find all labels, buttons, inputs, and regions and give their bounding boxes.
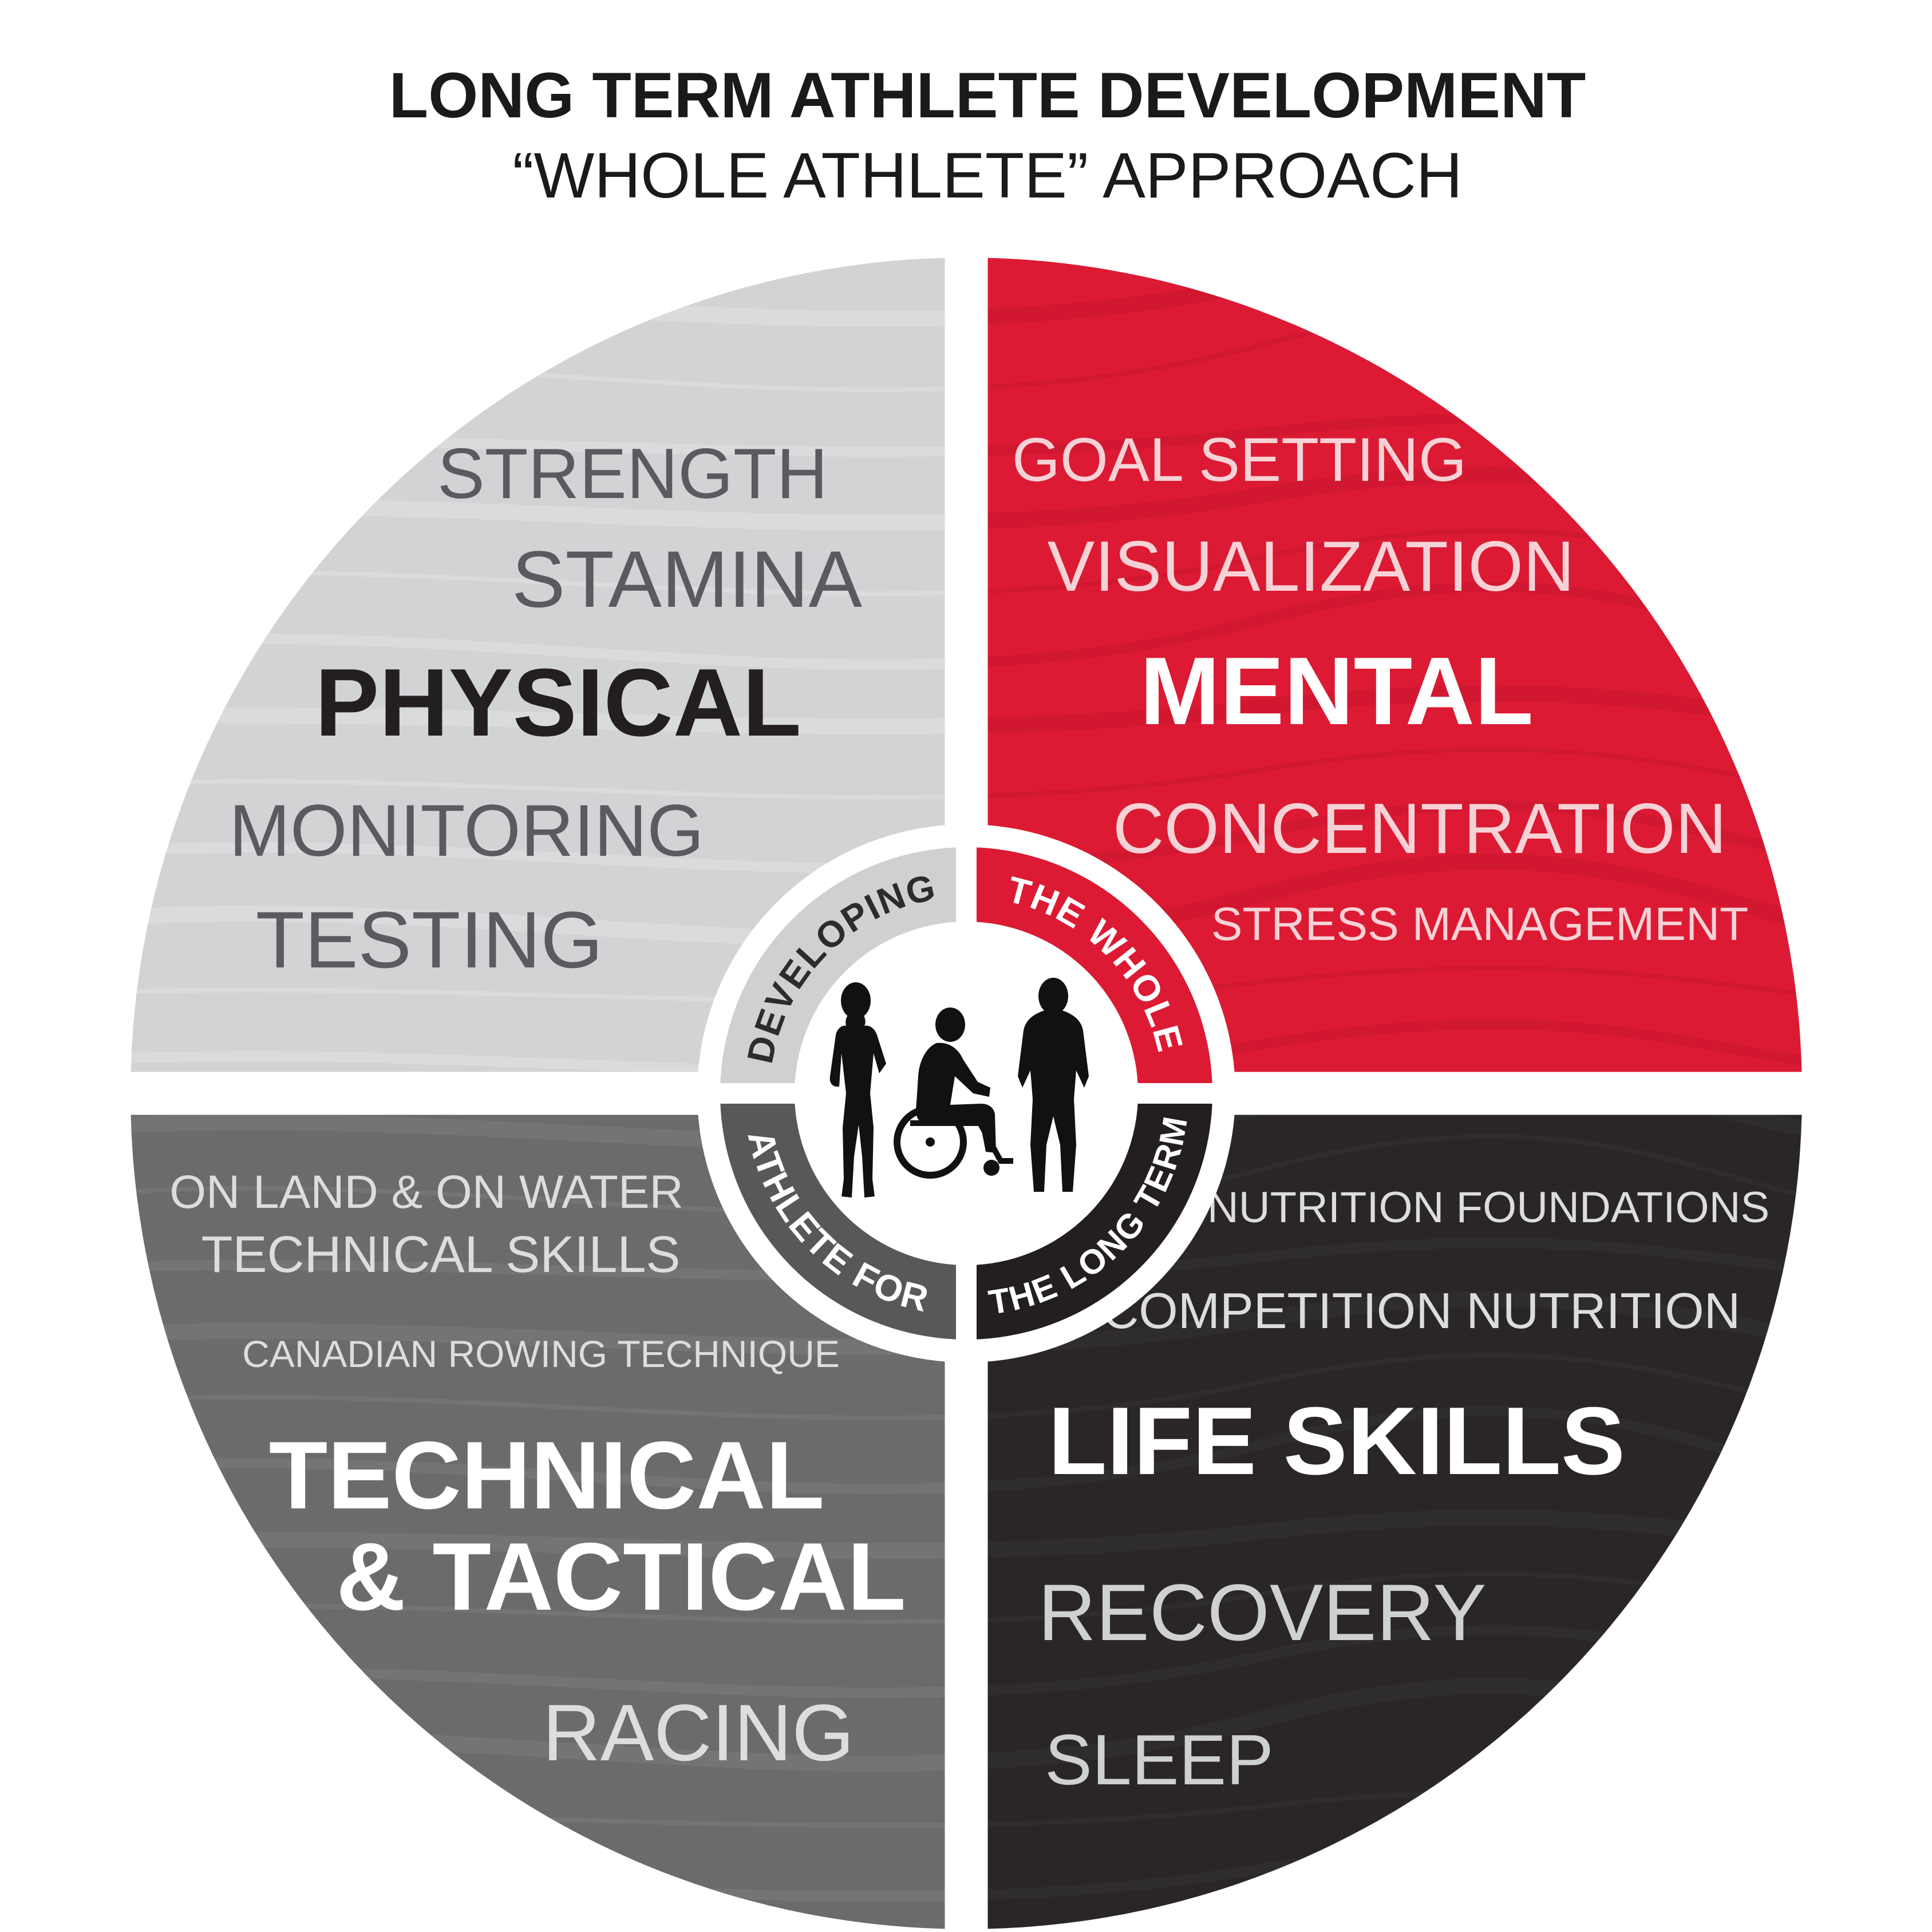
wave-line <box>0 418 1932 452</box>
quadrant-technical-shape <box>131 1115 945 1929</box>
ring-segment-the-long-term <box>977 1104 1212 1340</box>
wave-line <box>0 312 1932 390</box>
physical-item-monitoring: MONITORING <box>229 790 704 872</box>
wave-line <box>0 475 1932 523</box>
wave-line <box>987 800 1802 874</box>
technical-item-racing: RACING <box>543 1688 854 1777</box>
wave-line <box>0 531 1932 594</box>
wave-line <box>0 1686 1932 1764</box>
ring-segment-developing <box>720 847 956 1083</box>
wave-line <box>131 1115 945 1152</box>
wave-line <box>987 1790 1802 1828</box>
mental-item-visualization: VISUALIZATION <box>1048 527 1575 606</box>
wave-line <box>131 467 945 531</box>
wave-line <box>987 413 1802 457</box>
life-skills-title: LIFE SKILLS <box>1048 1387 1625 1495</box>
mental-item-goal-setting: GOAL SETTING <box>1012 425 1467 494</box>
wave-line <box>131 1353 945 1421</box>
wave-line <box>987 1678 1802 1772</box>
wave-line <box>0 475 1932 523</box>
technical-title-line1: TECHNICAL <box>269 1421 825 1529</box>
physical-item-stamina: STAMINA <box>512 534 863 624</box>
wave-line <box>0 312 1932 390</box>
wave-line <box>0 1848 1932 1897</box>
technical-item-canadian-rowing-technique: CANADIAN ROWING TECHNIQUE <box>242 1333 840 1375</box>
quadrant-physical-shape <box>131 258 945 1072</box>
standing-athlete-left-figure <box>829 982 886 1198</box>
wave-line <box>131 413 945 457</box>
wave-line <box>131 1019 945 1072</box>
wave-line <box>131 1238 945 1281</box>
center-ring: DEVELOPING THE WHOLE ATHLETE FOR THE LON… <box>697 824 1235 1362</box>
wave-line <box>131 800 945 874</box>
life-skills-item-sleep: SLEEP <box>1045 1721 1274 1800</box>
wave-line <box>0 1686 1932 1764</box>
wave-line <box>0 1630 1932 1693</box>
quadrant-technical <box>0 256 1932 1929</box>
wave-line <box>0 418 1932 452</box>
wave-line <box>987 528 1802 596</box>
mental-item-stress-management: STRESS MANAGEMENT <box>1211 898 1749 950</box>
wave-line <box>131 966 945 1003</box>
life-skills-item-competition-nutrition: COMPETITION NUTRITION <box>1103 1282 1741 1339</box>
athletes-silhouette-icon <box>829 978 1089 1198</box>
wave-line <box>131 747 945 800</box>
wave-line <box>987 258 1802 327</box>
life-skills-item-recovery: RECOVERY <box>1038 1567 1486 1657</box>
technical-item-on-land-on-water: ON LAND & ON WATER <box>169 1166 683 1218</box>
wave-line <box>131 1510 945 1559</box>
life-skills-item-nutrition-foundations: NUTRITION FOUNDATIONS <box>1207 1183 1769 1232</box>
wave-line <box>131 1571 945 1624</box>
wave-line <box>0 1848 1932 1897</box>
wave-line <box>987 310 1802 393</box>
wave-line <box>0 1792 1932 1826</box>
wave-line <box>0 531 1932 594</box>
physical-item-testing: TESTING <box>256 895 603 985</box>
diagram-subtitle: “WHOLE ATHLETE” APPROACH <box>512 140 1463 211</box>
quadrant-life-skills-shape <box>987 1115 1802 1929</box>
mental-title: MENTAL <box>1140 637 1533 745</box>
wave-line <box>131 685 945 734</box>
wave-line <box>131 1790 945 1828</box>
physical-title: PHYSICAL <box>315 649 801 756</box>
physical-item-strength: STRENGTH <box>437 434 828 513</box>
diagram-title: LONG TERM ATHLETE DEVELOPMENT <box>389 60 1586 131</box>
technical-item-technical-skills: TECHNICAL SKILLS <box>202 1226 681 1283</box>
wave-line <box>987 467 1802 531</box>
wave-line <box>131 1843 945 1902</box>
technical-title-line2: & TACTICAL <box>336 1523 906 1630</box>
ring-segment-athlete-for <box>720 1104 956 1340</box>
wave-line <box>987 1625 1802 1698</box>
wave-line <box>0 1792 1932 1826</box>
wave-line <box>131 854 945 948</box>
wheelchair-athlete-figure <box>894 1008 1013 1179</box>
wave-line <box>131 1678 945 1772</box>
wave-line <box>131 582 945 670</box>
wave-line <box>131 310 945 393</box>
wave-line <box>987 1291 1802 1355</box>
quadrant-mental-shape <box>987 258 1802 1072</box>
mental-item-concentration: CONCENTRATION <box>1113 789 1726 868</box>
wave-line <box>131 1291 945 1355</box>
wave-line <box>0 256 1932 319</box>
standing-athlete-right-figure <box>1018 978 1089 1192</box>
wave-line <box>0 256 1932 319</box>
wave-line <box>131 258 945 327</box>
wave-line <box>131 1625 945 1698</box>
wave-line <box>131 1134 945 1217</box>
wave-line <box>0 1630 1932 1693</box>
wave-line <box>987 1843 1802 1902</box>
wave-line <box>131 1406 945 1495</box>
ring-segment-the-whole <box>977 847 1212 1083</box>
wave-line <box>131 528 945 596</box>
